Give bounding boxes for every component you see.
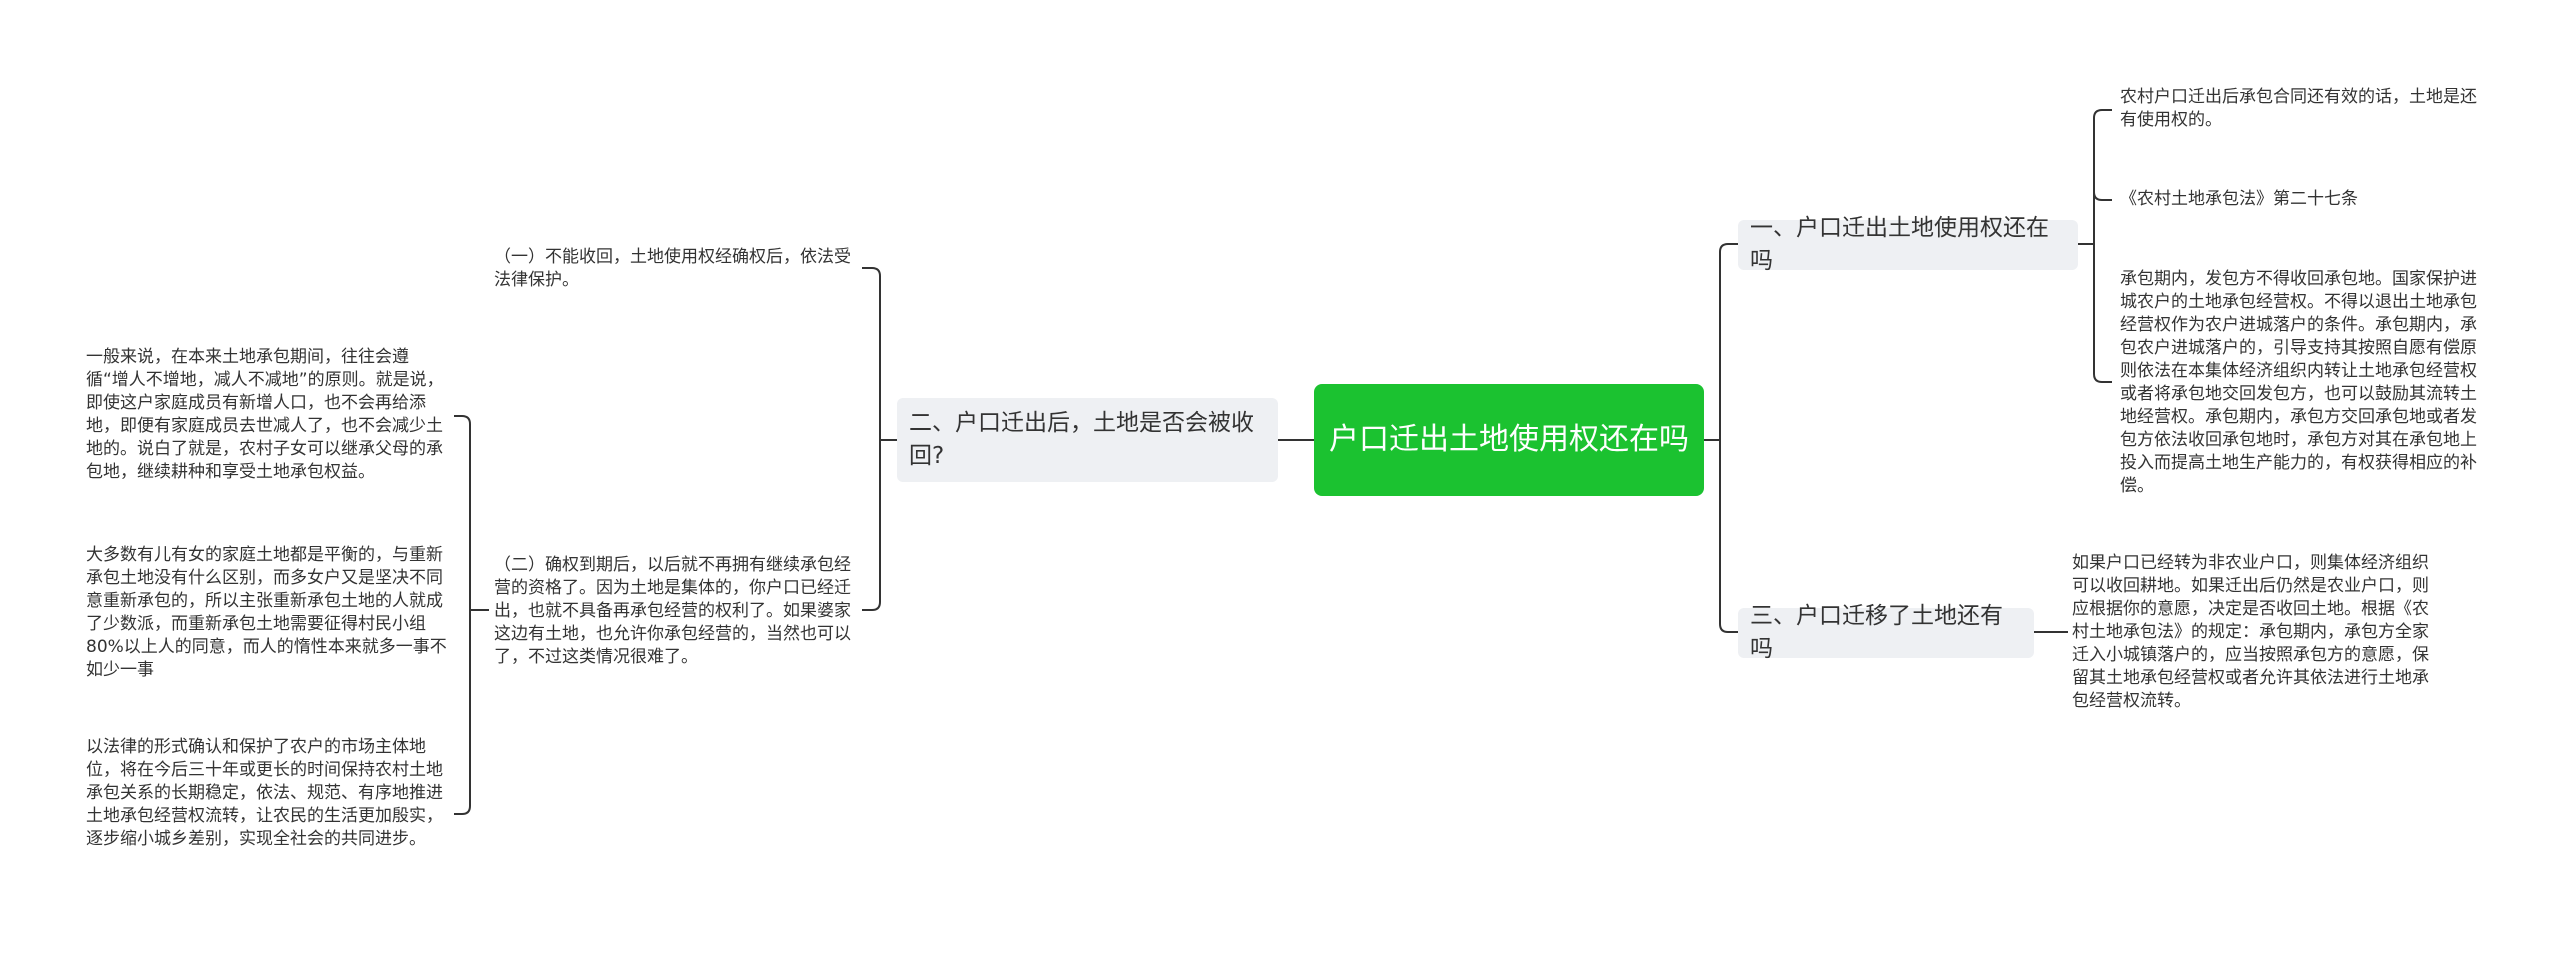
r2-leaf-1[interactable]: 如果户口已经转为非农业户口，则集体经济组织可以收回耕地。如果迁出后仍然是农业户口… xyxy=(2072,552,2442,713)
link-child2-farleaves xyxy=(454,415,489,815)
r1-leaf-1[interactable]: 农村户口迁出后承包合同还有效的话，土地是还有使用权的。 xyxy=(2120,86,2490,132)
branch-l1-label: 二、户口迁出后，土地是否会被收回? xyxy=(909,410,1254,469)
root-node[interactable]: 户口迁出土地使用权还在吗 xyxy=(1314,384,1704,496)
r1-leaf-1-text: 农村户口迁出后承包合同还有效的话，土地是还有使用权的。 xyxy=(2120,87,2477,130)
l1-child-2[interactable]: （二）确权到期后，以后就不再拥有继续承包经营的资格了。因为土地是集体的，你户口已… xyxy=(494,554,856,669)
far-leaf-2-text: 大多数有儿有女的家庭土地都是平衡的，与重新承包土地没有什么区别，而多女户又是坚决… xyxy=(86,545,447,680)
far-leaf-1-text: 一般来说，在本来土地承包期间，往往会遵循“增人不增地，减人不减地”的原则。就是说… xyxy=(86,347,444,482)
r1-leaf-3-text: 承包期内，发包方不得收回承包地。国家保护进城农户的土地承包经营权。不得以退出土地… xyxy=(2120,269,2477,496)
branch-r2[interactable]: 三、户口迁移了土地还有吗 xyxy=(1738,603,2034,662)
far-leaf-3-text: 以法律的形式确认和保护了农户的市场主体地位，将在今后三十年或更长的时间保持农村土… xyxy=(86,737,443,849)
l1-child-2-text: （二）确权到期后，以后就不再拥有继续承包经营的资格了。因为土地是集体的，你户口已… xyxy=(494,555,851,667)
far-leaf-3[interactable]: 以法律的形式确认和保护了农户的市场主体地位，将在今后三十年或更长的时间保持农村土… xyxy=(86,736,448,851)
branch-r2-label: 三、户口迁移了土地还有吗 xyxy=(1750,603,2003,662)
r1-leaf-2-text: 《农村土地承包法》第二十七条 xyxy=(2120,189,2358,209)
far-leaf-2[interactable]: 大多数有儿有女的家庭土地都是平衡的，与重新承包土地没有什么区别，而多女户又是坚决… xyxy=(86,544,448,682)
branch-r1-label: 一、户口迁出土地使用权还在吗 xyxy=(1750,215,2049,274)
l1-child-1[interactable]: （一）不能收回，土地使用权经确权后，依法受法律保护。 xyxy=(494,246,856,292)
link-root-r2 xyxy=(1719,440,1738,633)
branch-l1[interactable]: 二、户口迁出后，土地是否会被收回? xyxy=(897,398,1278,482)
far-leaf-1[interactable]: 一般来说，在本来土地承包期间，往往会遵循“增人不增地，减人不减地”的原则。就是说… xyxy=(86,346,448,484)
link-r1-leaves xyxy=(2078,109,2112,383)
branch-r1[interactable]: 一、户口迁出土地使用权还在吗 xyxy=(1738,215,2078,274)
r1-leaf-3[interactable]: 承包期内，发包方不得收回承包地。国家保护进城农户的土地承包经营权。不得以退出土地… xyxy=(2120,268,2490,498)
link-l1-children xyxy=(862,267,897,611)
r2-leaf-1-text: 如果户口已经转为非农业户口，则集体经济组织可以收回耕地。如果迁出后仍然是农业户口… xyxy=(2072,553,2429,711)
link-root-r1 xyxy=(1704,243,1738,441)
r1-leaf-2[interactable]: 《农村土地承包法》第二十七条 xyxy=(2120,188,2490,211)
l1-child-1-text: （一）不能收回，土地使用权经确权后，依法受法律保护。 xyxy=(494,247,851,290)
root-title: 户口迁出土地使用权还在吗 xyxy=(1329,422,1689,457)
